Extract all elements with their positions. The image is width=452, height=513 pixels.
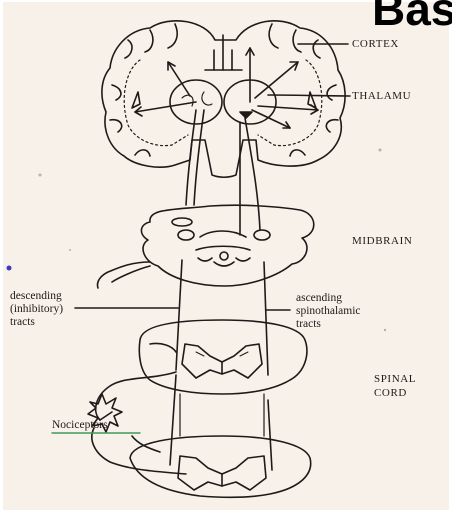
midbrain-section [97, 205, 313, 288]
thalamus-leader-line [268, 95, 350, 96]
descending-inhibitory-tract [170, 110, 204, 465]
heading-fragment: Bas [372, 0, 452, 32]
spinal-cord-lower-section [130, 436, 311, 497]
descending-label-line3: tracts [10, 316, 35, 329]
spinal-cord-upper-section [139, 320, 307, 394]
descending-label-line1: descending [10, 290, 62, 303]
ascending-spinothalamic-tract [240, 112, 272, 470]
midbrain-label: MIDBRAIN [352, 236, 412, 247]
cortex-label: CORTEX [352, 39, 399, 50]
nociceptors-label: Nociceptors [52, 419, 108, 432]
ascending-label-line2: spinothalamic [296, 305, 361, 318]
thalamus-label: THALAMU [352, 91, 411, 102]
spinal-label-line1: SPINAL [374, 374, 416, 385]
spinal-label-line2: CORD [374, 388, 407, 399]
ascending-label-line3: tracts [296, 318, 321, 331]
ascending-label-line1: ascending [296, 292, 342, 305]
descending-label-line2: (inhibitory) [10, 303, 63, 316]
